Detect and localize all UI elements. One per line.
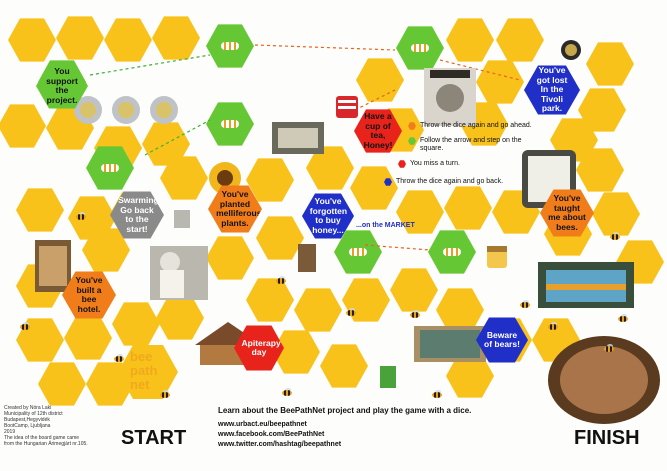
honeycomb-cell <box>496 18 544 62</box>
bee-icon <box>160 390 172 398</box>
bee-icon <box>432 390 444 398</box>
cell-cup-of-tea: Have a cup of tea, Honey! <box>354 109 402 153</box>
legend-item-orange: Throw the dice again and go ahead. <box>408 122 568 132</box>
honeycomb-cell <box>16 188 64 232</box>
honeycomb-cell <box>592 192 640 236</box>
honeycomb-cell <box>356 58 404 102</box>
coin-3 <box>150 96 178 124</box>
honeycomb-cell <box>64 316 112 360</box>
honeycomb-cell <box>272 330 320 374</box>
bee-icon <box>20 322 32 330</box>
honeycomb-cell <box>8 18 56 62</box>
orange-hex-icon <box>408 122 416 130</box>
honeycomb-cell <box>350 166 398 210</box>
honeycomb-cell <box>256 216 304 260</box>
honeycomb-cell <box>160 156 208 200</box>
coin-2 <box>112 96 140 124</box>
honeycomb-cell <box>246 278 294 322</box>
honeycomb-cell <box>586 42 634 86</box>
legend-item-red: You miss a turn. <box>398 160 558 170</box>
insect-house-picture <box>298 244 316 272</box>
link-facebook[interactable]: www.facebook.com/BeePathNet <box>218 431 325 438</box>
honeycomb-cell <box>446 354 494 398</box>
cage-picture <box>174 210 190 228</box>
arrow-support-to-coin <box>89 54 211 76</box>
honeycomb-cell <box>578 88 626 132</box>
bee-icon <box>76 212 88 220</box>
honeycomb-cell <box>446 18 494 62</box>
honeycomb-cell <box>476 60 524 104</box>
honeycomb-cell <box>56 16 104 60</box>
bee-icon <box>276 276 288 284</box>
bee-icon <box>282 388 294 396</box>
bee-icon <box>618 314 630 322</box>
bee-icon <box>548 322 560 330</box>
honeycomb-cell <box>390 268 438 312</box>
honeycomb-cell <box>320 344 368 388</box>
start-label: START <box>121 427 187 449</box>
honeycomb-cell <box>206 236 254 280</box>
bee-icon <box>604 344 616 352</box>
info-title: Learn about the BeePathNet project and p… <box>218 406 472 415</box>
honeycomb-cell <box>0 104 46 148</box>
red-hex-icon <box>398 160 406 168</box>
honeycomb-cell <box>294 288 342 332</box>
honeycomb-cell <box>444 186 492 230</box>
honeycomb-cell <box>246 158 294 202</box>
honeycomb-cell <box>38 362 86 406</box>
honeycomb-cell <box>306 146 354 190</box>
bee-icon <box>346 308 358 316</box>
beepathnet-logo: bee path net <box>108 340 182 406</box>
honeycomb-cell <box>112 302 160 346</box>
blue-hex-icon <box>384 178 392 186</box>
market-label: ...on the MARKET <box>356 222 415 229</box>
legend-item-green: Follow the arrow and step on the square. <box>408 137 568 155</box>
credits: Created by Nóra Laki Municipality of 12t… <box>4 405 88 447</box>
link-urbact[interactable]: www.urbact.eu/beepathnet <box>218 421 307 428</box>
green-hex-icon <box>408 137 416 145</box>
green-hive-picture <box>380 366 396 388</box>
honeycomb-cell <box>152 16 200 60</box>
bee-icon <box>410 310 422 318</box>
arrows <box>89 44 521 251</box>
arrow-top-connector <box>254 44 396 51</box>
link-twitter[interactable]: www.twitter.com/hashtag/beepathnet <box>218 441 342 448</box>
arrow-center-diag <box>144 119 211 156</box>
honeycomb-cell <box>396 190 444 234</box>
honeycomb-cell <box>156 296 204 340</box>
honeycomb-cell <box>436 288 484 332</box>
cell-bee-hotel: You've built a bee hotel. <box>62 271 116 319</box>
arrow-tivoli <box>439 59 521 81</box>
arrow-market <box>364 244 431 251</box>
bee-icon <box>610 232 622 240</box>
legend-item-blue: Throw the dice again and go back. <box>384 178 544 188</box>
finish-label: FINISH <box>574 427 640 449</box>
honeycomb-cell <box>142 122 190 166</box>
logo-bee-icon <box>114 354 126 362</box>
bee-icon <box>520 300 532 308</box>
honeycomb-cell <box>118 345 178 399</box>
arrow-tea <box>354 89 396 111</box>
honeycomb-cell <box>104 18 152 62</box>
honeycomb-cell <box>576 148 624 192</box>
honeycomb-cell <box>82 228 130 272</box>
